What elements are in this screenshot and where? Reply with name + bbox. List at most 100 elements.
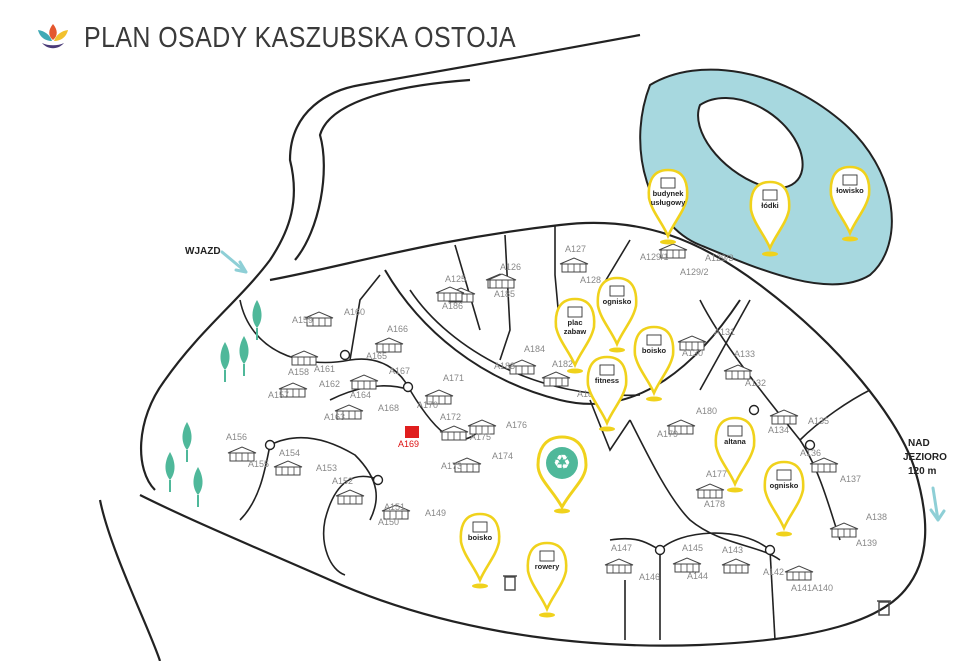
plot-label: A150 — [378, 517, 399, 527]
plot-label: A149 — [425, 508, 446, 518]
poi-marker-ognisko1[interactable]: ognisko — [596, 276, 638, 353]
plot-label: A142 — [763, 567, 784, 577]
lake-label-line2: JEZIORO — [903, 452, 947, 463]
plot-label: A186 — [442, 301, 463, 311]
plot-label: A140 — [812, 583, 833, 593]
plot-label: A183 — [494, 361, 515, 371]
plot-label: A159 — [292, 315, 313, 325]
plot-label: A173 — [441, 461, 462, 471]
plot-label: A131 — [714, 327, 735, 337]
trees — [165, 300, 262, 507]
plot-label: A139 — [856, 538, 877, 548]
plot-label: A147 — [611, 543, 632, 553]
plot-label: A158 — [288, 367, 309, 377]
plot-label: A182 — [552, 359, 573, 369]
house-icon — [604, 558, 634, 574]
plot-label: A151 — [384, 502, 405, 512]
house-icon — [289, 350, 319, 366]
plot-label: A171 — [443, 373, 464, 383]
plot-label: A160 — [344, 307, 365, 317]
plot-label: A126 — [500, 262, 521, 272]
poi-marker-boisko2[interactable]: boisko — [459, 512, 501, 589]
plot-label: A162 — [319, 379, 340, 389]
poi-label: rowery — [535, 562, 560, 571]
house-icon — [559, 257, 589, 273]
poi-marker-boisko1[interactable]: boisko — [633, 325, 675, 402]
plot-label: A177 — [706, 469, 727, 479]
plot-label: A125 — [445, 274, 466, 284]
plot-label: A132 — [745, 378, 766, 388]
plot-label: A145 — [682, 543, 703, 553]
plot-label: A127 — [565, 244, 586, 254]
house-icon — [695, 483, 725, 499]
house-icon — [487, 273, 517, 289]
plot-label: A153 — [316, 463, 337, 473]
plot-label: A169 — [398, 439, 419, 449]
plot-label: A129/2 — [680, 267, 709, 277]
house-icon — [424, 389, 454, 405]
poi-marker-rowery[interactable]: rowery — [526, 541, 568, 618]
plot-label: A157 — [268, 390, 289, 400]
poi-label: zabaw — [564, 327, 587, 336]
house-icon — [541, 371, 571, 387]
house-icon — [334, 404, 364, 420]
house-icon — [658, 243, 688, 259]
entrance-label: WJAZD — [185, 246, 221, 257]
plot-label: A155 — [248, 459, 269, 469]
entrance-arrow-icon — [220, 250, 248, 274]
poi-label: ognisko — [770, 481, 799, 490]
lake-arrow-icon — [929, 486, 946, 522]
plot-label: A175 — [470, 432, 491, 442]
plot-label: A165 — [366, 351, 387, 361]
poi-label: boisko — [642, 346, 667, 355]
plot-label: A138 — [866, 512, 887, 522]
poi-label: łowi­sko — [836, 186, 864, 195]
page-title: PLAN OSADY KASZUBSKA OSTOJA — [84, 22, 517, 54]
logo-icon — [32, 20, 74, 54]
poi-label: boisko — [468, 533, 493, 542]
plot-label: A179 — [657, 429, 678, 439]
plot-label: A134 — [768, 425, 789, 435]
plot-label: A180 — [696, 406, 717, 416]
poi-marker-fitness[interactable]: fitness — [586, 355, 628, 432]
plot-label: A168 — [378, 403, 399, 413]
house-icon — [278, 382, 308, 398]
junctions — [264, 349, 816, 556]
house-icon — [769, 409, 799, 425]
plot-label: A166 — [387, 324, 408, 334]
plot-label: A176 — [506, 420, 527, 430]
house-icon — [672, 557, 702, 573]
poi-marker-lodki[interactable]: łódki — [749, 180, 791, 257]
plot-label: A129/3 — [705, 253, 734, 263]
house-icon — [349, 374, 379, 390]
plot-label: A154 — [279, 448, 300, 458]
house-icon — [273, 460, 303, 476]
plot-label: A167 — [389, 366, 410, 376]
plot-label: A172 — [440, 412, 461, 422]
poi-label: altana — [724, 437, 747, 446]
poi-marker-altana[interactable]: altana — [714, 416, 756, 493]
poi-label: plac — [567, 318, 582, 327]
plot-label: A135 — [808, 416, 829, 426]
plot-label: A133 — [734, 349, 755, 359]
plot-label: A174 — [492, 451, 513, 461]
house-icon — [381, 504, 411, 520]
house-icon — [439, 425, 469, 441]
poi-marker-lowisko[interactable]: łowi­sko — [829, 165, 871, 242]
plot-label: A156 — [226, 432, 247, 442]
house-icon — [666, 419, 696, 435]
plot-label: A144 — [687, 571, 708, 581]
house-icon — [829, 522, 859, 538]
poi-marker-ognisko2[interactable]: ognisko — [763, 460, 805, 537]
lake-label-line1: NAD — [908, 438, 930, 449]
plot-label: A141 — [791, 583, 812, 593]
house-icon — [721, 558, 751, 574]
plot-label: A129/1 — [640, 252, 669, 262]
plot-label: A128 — [580, 275, 601, 285]
plot-label: A146 — [639, 572, 660, 582]
lake-label-line3: 120 m — [908, 466, 936, 477]
